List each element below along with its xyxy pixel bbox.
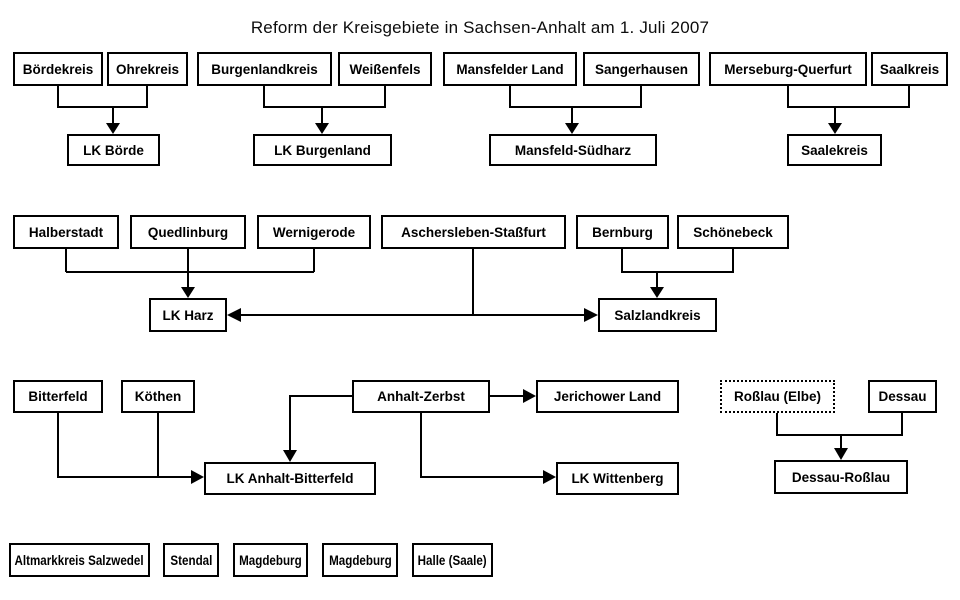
node-label: Mansfeld-Südharz bbox=[514, 142, 632, 158]
node-saalekreis: Saalekreis bbox=[787, 134, 882, 166]
node-label: Salzlandkreis bbox=[614, 307, 701, 323]
node-anhalt-zerbst: Anhalt-Zerbst bbox=[352, 380, 490, 413]
node-jerichower-land: Jerichower Land bbox=[536, 380, 679, 413]
connector-anhalt-bitterfeld bbox=[57, 413, 204, 484]
node-label: Aschersleben-Staßfurt bbox=[401, 224, 546, 240]
node-dessau-rosslau: Dessau-Roßlau bbox=[774, 460, 908, 494]
node-ohrekreis: Ohrekreis bbox=[107, 52, 188, 86]
node-label: Magdeburg bbox=[239, 552, 302, 568]
node-burgenlandkreis: Burgenlandkreis bbox=[197, 52, 332, 86]
connector-zerbst-jerichow bbox=[490, 389, 536, 403]
node-label: Quedlinburg bbox=[147, 224, 229, 240]
node-salzlandkreis: Salzlandkreis bbox=[598, 298, 717, 332]
node-label: LK Harz bbox=[162, 307, 214, 323]
node-halle-saale: Halle (Saale) bbox=[412, 543, 493, 577]
node-label: Anhalt-Zerbst bbox=[377, 389, 465, 404]
diagram-title: Reform der Kreisgebiete in Sachsen-Anhal… bbox=[250, 18, 710, 37]
node-koethen: Köthen bbox=[121, 380, 195, 413]
node-label: LK Börde bbox=[83, 142, 144, 158]
node-label: Ohrekreis bbox=[115, 61, 180, 77]
node-mansfeld-suedharz: Mansfeld-Südharz bbox=[489, 134, 657, 166]
node-sangerhausen: Sangerhausen bbox=[583, 52, 700, 86]
node-magdeburg-2: Magdeburg bbox=[322, 543, 398, 577]
connector-salzlandkreis bbox=[621, 249, 734, 298]
node-mansfelder-land: Mansfelder Land bbox=[443, 52, 577, 86]
node-stendal: Stendal bbox=[163, 543, 219, 577]
node-lk-harz: LK Harz bbox=[149, 298, 227, 332]
connector-dessau-rosslau bbox=[776, 413, 903, 460]
connector-zerbst-bitterfeld bbox=[283, 395, 352, 462]
node-schoenebeck: Schönebeck bbox=[677, 215, 789, 249]
node-label: Saalkreis bbox=[879, 61, 940, 77]
node-label: Mansfelder Land bbox=[456, 61, 564, 77]
node-label: Bördekreis bbox=[22, 61, 94, 77]
connector-harz bbox=[65, 249, 315, 298]
node-weissenfels: Weißenfels bbox=[338, 52, 432, 86]
connector-aschersleben-split bbox=[227, 249, 598, 322]
node-quedlinburg: Quedlinburg bbox=[130, 215, 246, 249]
node-label: Schönebeck bbox=[693, 224, 773, 240]
node-boerdekreis: Bördekreis bbox=[13, 52, 103, 86]
node-lk-anhalt-bitterfeld: LK Anhalt-Bitterfeld bbox=[204, 462, 376, 495]
node-label: Roßlau (Elbe) bbox=[734, 389, 821, 404]
node-label: Dessau-Roßlau bbox=[791, 469, 891, 485]
node-label: LK Anhalt-Bitterfeld bbox=[226, 471, 354, 486]
node-lk-wittenberg: LK Wittenberg bbox=[556, 462, 679, 495]
connector-burgenland bbox=[263, 86, 386, 134]
node-halberstadt: Halberstadt bbox=[13, 215, 119, 249]
node-label: Sangerhausen bbox=[594, 61, 689, 77]
node-label: Weißenfels bbox=[349, 61, 421, 77]
connector-boerde bbox=[57, 86, 148, 134]
connector-saalekreis bbox=[787, 86, 910, 134]
connector-mansfeld-suedharz bbox=[509, 86, 642, 134]
node-bernburg: Bernburg bbox=[576, 215, 669, 249]
node-lk-burgenland: LK Burgenland bbox=[253, 134, 392, 166]
node-label: Jerichower Land bbox=[553, 389, 662, 404]
node-label: Merseburg-Querfurt bbox=[724, 61, 852, 77]
node-label: Saalekreis bbox=[801, 142, 868, 158]
node-label: Halle (Saale) bbox=[417, 552, 488, 568]
node-label: LK Wittenberg bbox=[571, 471, 664, 486]
node-aschersleben-stassfurt: Aschersleben-Staßfurt bbox=[381, 215, 566, 249]
node-lk-boerde: LK Börde bbox=[67, 134, 160, 166]
node-label: Bernburg bbox=[592, 224, 653, 240]
node-saalkreis: Saalkreis bbox=[871, 52, 948, 86]
node-label: Stendal bbox=[170, 552, 212, 568]
node-label: Altmarkkreis Salzwedel bbox=[14, 552, 145, 568]
node-wernigerode: Wernigerode bbox=[257, 215, 371, 249]
node-label: LK Burgenland bbox=[274, 142, 371, 158]
node-label: Halberstadt bbox=[28, 224, 104, 240]
node-label: Dessau bbox=[878, 389, 927, 404]
connector-zerbst-wittenberg bbox=[420, 413, 556, 484]
node-label: Wernigerode bbox=[272, 224, 356, 240]
node-merseburg-querfurt: Merseburg-Querfurt bbox=[709, 52, 867, 86]
node-rosslau-elbe: Roßlau (Elbe) bbox=[720, 380, 835, 413]
node-dessau: Dessau bbox=[868, 380, 937, 413]
node-bitterfeld: Bitterfeld bbox=[13, 380, 103, 413]
node-label: Bitterfeld bbox=[28, 389, 88, 404]
node-label: Köthen bbox=[134, 389, 182, 404]
node-label: Burgenlandkreis bbox=[211, 61, 318, 77]
node-magdeburg-1: Magdeburg bbox=[233, 543, 308, 577]
node-altmarkkreis-salzwedel: Altmarkkreis Salzwedel bbox=[9, 543, 150, 577]
node-label: Magdeburg bbox=[328, 552, 392, 568]
